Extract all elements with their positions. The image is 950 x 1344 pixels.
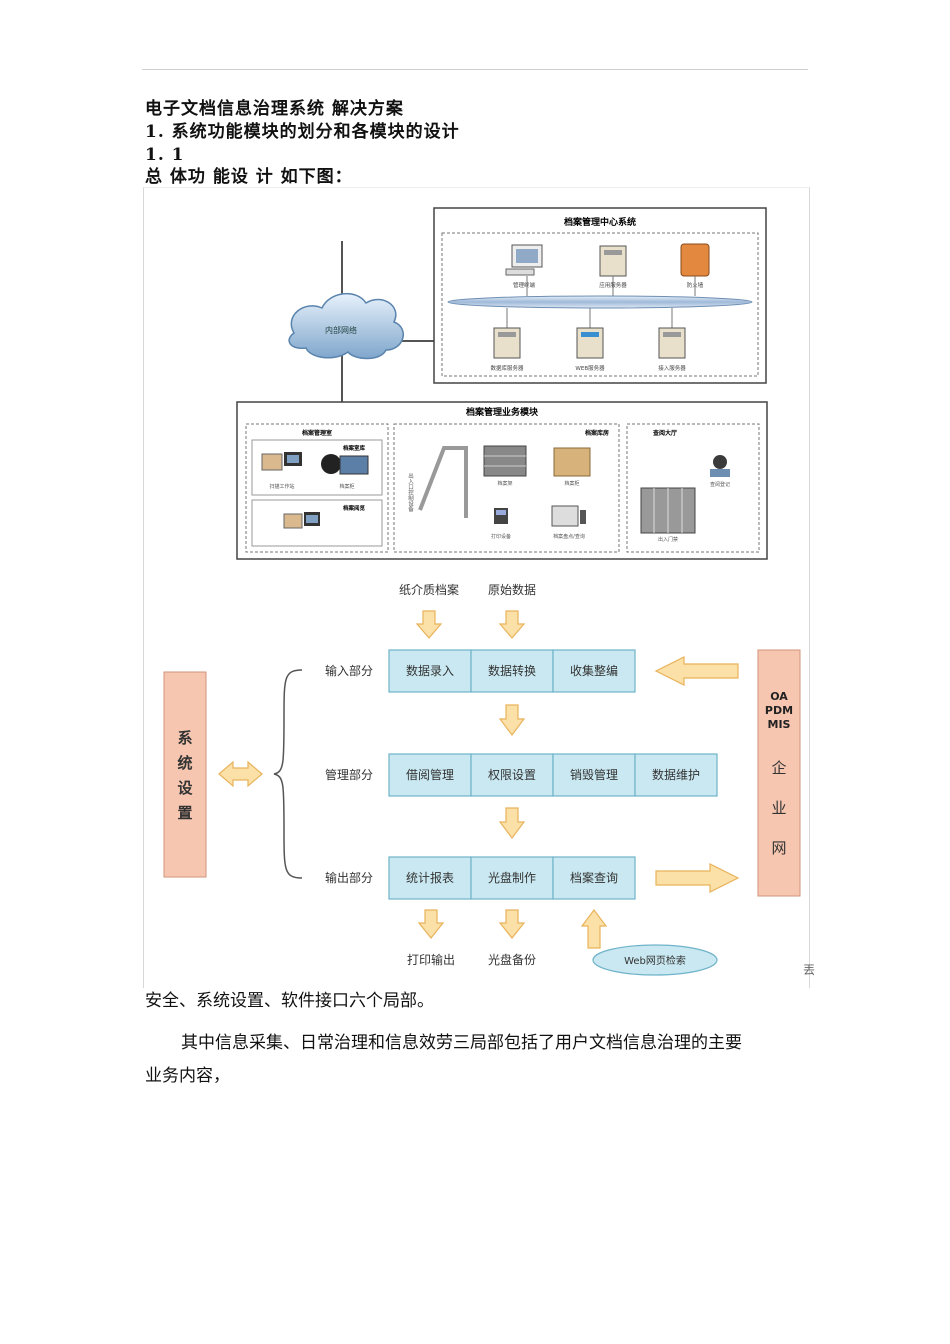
archive-store-label: 档案室库 xyxy=(342,444,366,452)
right-arrow-icon xyxy=(655,863,740,893)
archive-warehouse-title: 档案库房 xyxy=(584,429,609,437)
manage-box: 借阅管理 xyxy=(406,767,454,782)
inventory-device-icon xyxy=(551,505,586,527)
input-box: 数据转换 xyxy=(488,663,536,678)
svg-text:业: 业 xyxy=(771,799,786,817)
section-heading: 1. 系统功能模块的划分和各模块的设计 xyxy=(145,122,460,142)
barcode-printer-icon xyxy=(494,508,508,524)
manage-box: 数据维护 xyxy=(652,767,700,782)
down-arrow-icon xyxy=(498,807,526,839)
svg-text:MIS: MIS xyxy=(768,718,791,731)
svg-text:网: 网 xyxy=(771,839,786,857)
svg-text:PDM: PDM xyxy=(765,704,793,717)
input-box: 数据录入 xyxy=(406,663,454,678)
reading-station-icon xyxy=(283,512,320,529)
web-search-ellipse xyxy=(592,944,718,976)
archive-cabinet-icon xyxy=(321,454,369,475)
input-box: 收集整编 xyxy=(570,663,618,678)
system-architecture-figure: 内部网络 档案管理中心系统 管理终端 应用服务器 防火墙 xyxy=(143,187,810,988)
double-arrow-icon xyxy=(218,760,263,788)
svg-text:OA: OA xyxy=(770,690,788,703)
paragraph-line: 业务内容， xyxy=(145,1066,230,1086)
access-gate-icon xyxy=(418,446,468,518)
registration-icon xyxy=(710,455,730,477)
item-label: 查阅登记 xyxy=(710,481,730,488)
database-server-icon xyxy=(493,308,521,359)
system-settings-label: 系 统 设 置 xyxy=(177,729,192,822)
subsection-number: 1. 1 xyxy=(145,145,185,165)
header-rule xyxy=(142,69,808,70)
business-module-title: 档案管理业务模块 xyxy=(466,406,539,418)
document-title: 电子文档信息治理系统 解决方案 xyxy=(145,99,404,119)
node-label: WEB服务器 xyxy=(575,364,605,372)
output-target-label: 光盘备份 xyxy=(488,952,536,967)
node-label: 接入服务器 xyxy=(658,364,686,372)
item-label: 出入门禁 xyxy=(658,536,678,543)
item-label: 打印设备 xyxy=(491,533,511,540)
down-arrow-icon xyxy=(498,909,526,939)
manage-box: 权限设置 xyxy=(488,768,536,782)
archive-room-title: 档案管理室 xyxy=(301,429,332,437)
input-source-label: 原始数据 xyxy=(488,582,536,597)
output-box: 光盘制作 xyxy=(488,870,536,885)
web-server-icon xyxy=(576,308,604,359)
svg-text:置: 置 xyxy=(177,804,192,822)
node-label: 管理终端 xyxy=(513,281,536,289)
output-target-label: 打印输出 xyxy=(407,952,455,967)
node-label: 数据库服务器 xyxy=(490,364,524,372)
web-search-label: Web网页检索 xyxy=(624,954,686,967)
management-terminal-icon xyxy=(505,244,543,296)
node-label: 应用服务器 xyxy=(599,281,627,289)
down-arrow-icon xyxy=(415,610,526,639)
subsection-heading: 总 体功 能设 计 如下图： xyxy=(145,167,353,187)
output-box: 统计报表 xyxy=(406,870,454,885)
archive-reading-label: 档案阅览 xyxy=(342,504,366,512)
output-part-label: 输出部分 xyxy=(325,870,373,885)
svg-text:统: 统 xyxy=(177,754,192,772)
svg-text:企: 企 xyxy=(771,759,786,777)
input-source-label: 纸介质档案 xyxy=(399,582,459,597)
item-label: 档案架 xyxy=(497,480,512,487)
application-server-icon xyxy=(599,245,627,296)
entrance-gate-icon xyxy=(640,487,696,534)
input-part-label: 输入部分 xyxy=(325,663,373,678)
center-system-title: 档案管理中心系统 xyxy=(564,216,636,228)
manage-part-label: 管理部分 xyxy=(325,767,373,782)
stray-glyph: 丟 xyxy=(803,963,816,977)
enterprise-systems-label: OA PDM MIS xyxy=(765,690,793,731)
gate-label: 出入口控制设备 xyxy=(407,472,414,513)
item-label: 档案柜 xyxy=(564,480,579,487)
cloud-icon: 内部网络 xyxy=(288,293,404,360)
left-arrow-icon xyxy=(654,656,739,686)
down-arrow-icon xyxy=(498,704,526,736)
output-box: 档案查询 xyxy=(570,870,618,885)
up-arrow-icon xyxy=(580,909,608,949)
manage-box: 销毁管理 xyxy=(570,767,618,782)
access-server-icon xyxy=(658,308,686,359)
down-arrow-icon xyxy=(417,909,445,939)
bracket-icon xyxy=(273,669,303,879)
item-label: 扫描工作站 xyxy=(269,483,294,490)
item-label: 档案柜 xyxy=(339,483,354,490)
svg-text:系: 系 xyxy=(177,729,192,747)
paragraph-line: 其中信息采集、日常治理和信息效劳三局部包括了用户文档信息治理的主要 xyxy=(181,1033,742,1053)
cloud-label: 内部网络 xyxy=(325,325,357,335)
node-label: 防火墙 xyxy=(687,281,704,289)
firewall-icon xyxy=(680,243,710,296)
reading-hall-title: 查阅大厅 xyxy=(652,429,677,437)
item-label: 档案盘点/查询 xyxy=(553,533,585,540)
network-diagram: 内部网络 档案管理中心系统 管理终端 应用服务器 防火墙 xyxy=(236,207,768,560)
svg-text:设: 设 xyxy=(177,779,192,797)
flow-diagram: 纸介质档案 原始数据 系 统 设 置 输入部分 管理部分 输出部分 数据录入 数… xyxy=(163,582,801,976)
archive-shelf-icon xyxy=(483,445,527,477)
archive-box-icon xyxy=(553,447,591,477)
scanning-workstation-icon xyxy=(261,452,302,471)
paragraph-line: 安全、系统设置、软件接口六个局部。 xyxy=(145,991,434,1011)
enterprise-network-label: 企 业 网 xyxy=(771,759,786,857)
